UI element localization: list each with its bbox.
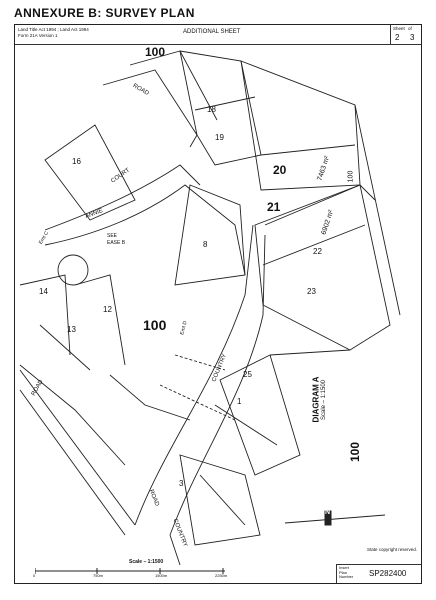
diagram-scale: Scale – 1:1500 <box>321 379 328 421</box>
lot-boundary <box>199 474 246 526</box>
scale-tick: 1500m <box>155 573 168 578</box>
lot-boundary <box>179 454 261 546</box>
act-line-1: Land Title Act 1994 ; Land Act 1994 <box>18 27 89 32</box>
additional-sheet-label: ADDITIONAL SHEET <box>183 29 241 35</box>
lot-boundary <box>109 374 191 421</box>
road-boundary <box>134 224 254 526</box>
north-arrow <box>284 510 386 526</box>
easement-line <box>174 354 226 371</box>
scale-label: Scale – 1:1500 <box>129 559 164 565</box>
lot-boundary <box>214 404 278 446</box>
lot-number: 21 <box>267 200 281 214</box>
road-boundary <box>169 534 181 566</box>
lot-boundary <box>179 50 262 166</box>
road-boundary <box>102 69 198 148</box>
lot-number: 16 <box>72 157 81 166</box>
lot-number: 1 <box>237 397 242 406</box>
plan-number: SP282400 <box>369 569 407 578</box>
lot-boundary <box>262 224 366 266</box>
lot-number: 22 <box>313 247 322 256</box>
lot-boundary <box>44 124 136 221</box>
road-boundary <box>44 164 201 231</box>
lot-number: 25 <box>243 370 252 379</box>
survey-plan-sheet: Land Title Act 1994 ; Land Act 1994 Form… <box>14 24 422 584</box>
road-boundary <box>19 389 126 536</box>
road-boundary <box>169 234 266 536</box>
page-title: ANNEXURE B: SURVEY PLAN <box>14 6 195 20</box>
scale-bar <box>35 568 225 574</box>
lot-number: 100 <box>143 317 167 333</box>
lot-number: 20 <box>273 163 287 177</box>
road-boundary <box>19 369 136 526</box>
lot-boundary <box>354 104 401 316</box>
lot-boundary <box>74 274 126 366</box>
lot-number: 100 <box>347 170 355 183</box>
lot-number: 12 <box>103 305 112 314</box>
lot-boundary <box>260 144 356 156</box>
sheet-label: Sheet <box>393 26 405 31</box>
lot-number: 100 <box>145 45 166 59</box>
road-boundary <box>44 184 246 276</box>
easement-line <box>159 384 236 421</box>
diagram-title: DIAGRAM A <box>311 376 321 423</box>
lot-boundary <box>194 96 256 111</box>
scale-tick: 2250m <box>215 573 228 578</box>
easement-label: EASE B <box>107 240 126 246</box>
lot-boundary <box>219 354 301 476</box>
lot-boundary <box>240 60 361 191</box>
lot-number: 19 <box>215 133 224 142</box>
sheet-header: Land Title Act 1994 ; Land Act 1994 Form… <box>15 25 421 45</box>
sheet-footer: Scale – 1:1500 0 750m 1500m 2250m State … <box>15 547 421 583</box>
lot-number: 13 <box>67 325 76 334</box>
lot-boundary <box>269 349 351 356</box>
lot-number: 23 <box>307 287 316 296</box>
of-label: of <box>408 26 412 31</box>
lot-boundary <box>264 184 361 226</box>
sheet-number: 2 <box>395 33 400 42</box>
lot-number: 14 <box>39 287 48 296</box>
scale-tick: 0 <box>33 573 36 578</box>
plan-number-box: Insert Plan Number SP282400 <box>336 564 421 583</box>
plan-number-label: Insert Plan Number <box>339 565 354 580</box>
road-boundary <box>129 50 218 121</box>
lot-boundary <box>19 364 126 466</box>
scale-tick: 750m <box>93 573 104 578</box>
lot-boundary <box>254 184 391 351</box>
lot-boundary <box>19 274 71 356</box>
copyright-note: State copyright reserved. <box>366 547 417 552</box>
plan-label-line: Plan <box>339 569 348 575</box>
plan-label-line: Insert <box>339 565 350 570</box>
sheet-total: 3 <box>410 33 415 42</box>
survey-plan-drawing <box>19 50 401 566</box>
sheet-number-box: Sheet of 2 3 <box>390 25 421 45</box>
lot-boundary <box>39 324 91 371</box>
easement-label: SEE <box>107 233 118 239</box>
lot-boundary <box>359 184 376 201</box>
north-label: N <box>325 509 331 516</box>
lot-number: 8 <box>203 240 208 249</box>
lot-number: 100 <box>348 441 363 463</box>
lot-number: 3 <box>179 479 184 488</box>
act-line-2: Form 21A Version 1 <box>18 33 58 38</box>
lot-boundary <box>174 184 246 286</box>
lot-number: 18 <box>207 105 216 114</box>
cul-de-sac <box>57 254 89 286</box>
plan-label-line: Number <box>339 574 354 579</box>
